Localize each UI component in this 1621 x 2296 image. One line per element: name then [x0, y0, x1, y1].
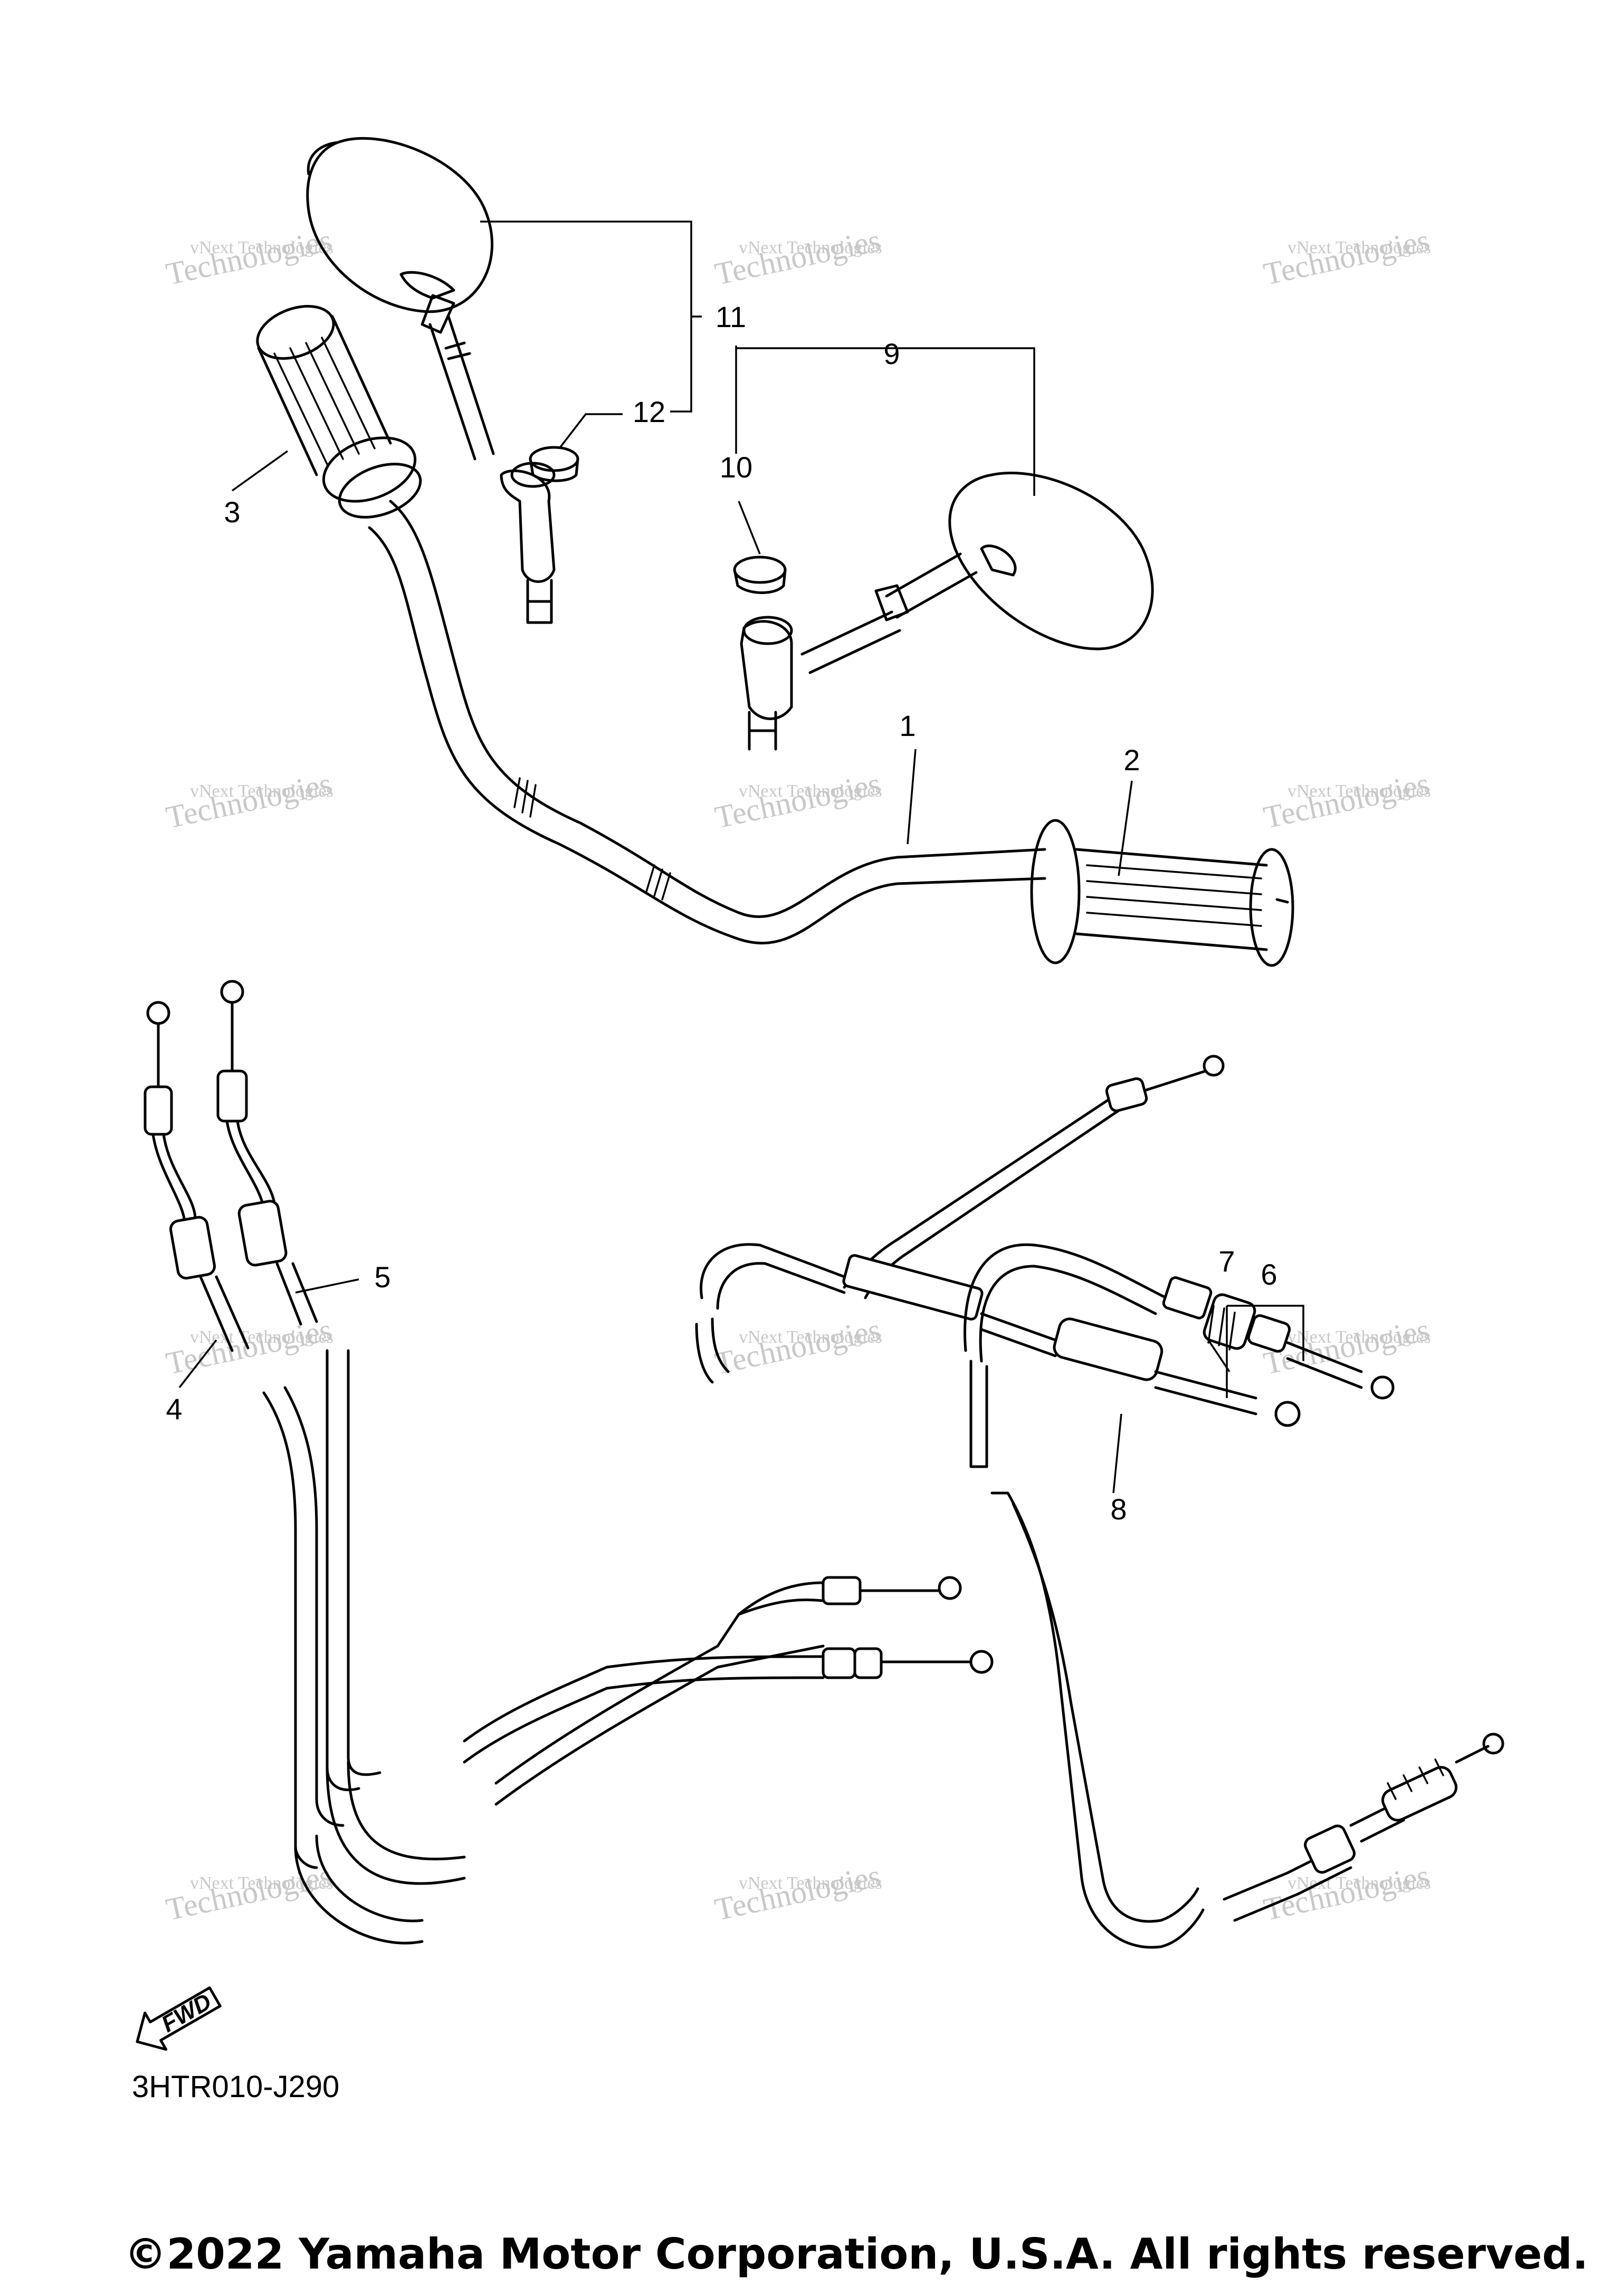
callout-11: 11: [716, 300, 746, 333]
svg-text:Technologies: Technologies: [712, 1312, 884, 1381]
svg-text:Technologies: Technologies: [712, 766, 884, 835]
callout-8: 8: [1110, 1493, 1127, 1526]
watermark: vNext Technologies Technologies: [712, 766, 884, 835]
throttle-cable-runs: [262, 1349, 994, 1945]
fwd-arrow: FWD: [136, 1986, 222, 2051]
svg-text:vNext Technologies: vNext Technologies: [1288, 1327, 1431, 1347]
callout-3: 3: [224, 495, 240, 529]
leader-lines: [178, 221, 1304, 1494]
svg-text:FWD: FWD: [157, 1988, 216, 2037]
throttle-cable-return: [216, 980, 318, 1326]
svg-text:vNext Technologies: vNext Technologies: [739, 781, 882, 801]
watermark: vNext Technologies Technologies: [163, 766, 335, 835]
svg-text:Technologies: Technologies: [1261, 223, 1433, 292]
right-mirror: [740, 472, 1154, 751]
svg-text:vNext Technologies: vNext Technologies: [1288, 1873, 1431, 1893]
callout-9: 9: [883, 337, 900, 370]
choke-cable: [964, 1243, 1504, 1949]
callout-6: 6: [1261, 1258, 1277, 1291]
watermark: vNext Technologies Technologies: [1261, 766, 1433, 835]
svg-text:Technologies: Technologies: [712, 1858, 884, 1927]
callout-4: 4: [166, 1392, 182, 1426]
diagram-code: 3HTR010-J290: [132, 2070, 339, 2104]
watermark: vNext Technologies Technologies: [712, 1312, 884, 1381]
svg-text:vNext Technologies: vNext Technologies: [739, 1873, 882, 1893]
svg-text:vNext Technologies: vNext Technologies: [1288, 781, 1431, 801]
callout-2: 2: [1123, 743, 1140, 777]
callout-10: 10: [720, 451, 752, 484]
watermark: vNext Technologies Technologies: [712, 1858, 884, 1927]
callout-1: 1: [899, 709, 916, 742]
svg-text:Technologies: Technologies: [1261, 766, 1433, 835]
starter-cable: [843, 1055, 1225, 1299]
svg-text:vNext Technologies: vNext Technologies: [739, 238, 882, 257]
throttle-cable-pull: [144, 1001, 250, 1352]
watermark: vNext Technologies Technologies: [163, 223, 335, 292]
svg-text:Technologies: Technologies: [712, 223, 884, 292]
callout-7: 7: [1218, 1245, 1235, 1278]
callout-5: 5: [374, 1260, 390, 1294]
watermark: vNext Technologies Technologies: [712, 223, 884, 292]
svg-text:vNext Technologies: vNext Technologies: [190, 781, 333, 801]
watermark: vNext Technologies Technologies: [163, 1312, 335, 1381]
watermark: vNext Technologies Technologies: [1261, 1312, 1433, 1381]
svg-text:Technologies: Technologies: [163, 766, 335, 835]
right-grip: [1030, 819, 1294, 967]
svg-text:vNext Technologies: vNext Technologies: [190, 238, 333, 257]
callouts: 1 2 3 4 5 6 7 8 9 10 11 12: [166, 300, 1277, 1526]
svg-text:vNext Technologies: vNext Technologies: [739, 1327, 882, 1347]
copyright-notice: ©2022 Yamaha Motor Corporation, U.S.A. A…: [125, 2230, 1588, 2279]
left-mirror: [306, 137, 556, 624]
svg-text:Technologies: Technologies: [1261, 1312, 1433, 1381]
left-mirror-cap: [529, 446, 579, 482]
handlebar: [368, 500, 1046, 944]
right-mirror-cap: [733, 556, 787, 594]
callout-12: 12: [633, 395, 665, 428]
svg-text:Technologies: Technologies: [163, 223, 335, 292]
left-grip: [256, 305, 422, 519]
clutch-cable: [695, 1243, 1301, 1427]
svg-text:vNext Technologies: vNext Technologies: [1288, 238, 1431, 257]
watermark: vNext Technologies Technologies: [1261, 223, 1433, 292]
svg-text:Technologies: Technologies: [163, 1312, 335, 1381]
